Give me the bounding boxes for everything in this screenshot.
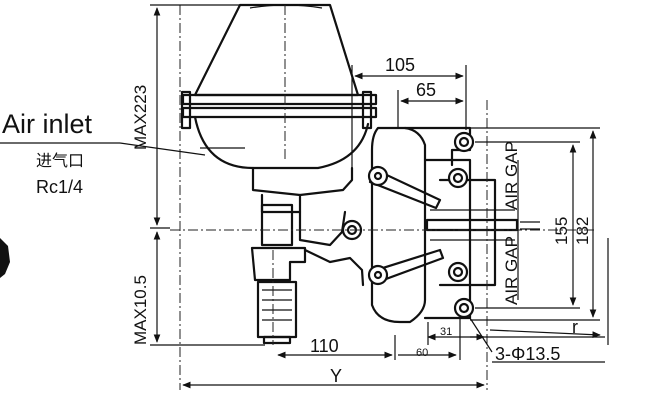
cutoff-part-left (0, 238, 10, 278)
bracket-body (250, 166, 365, 345)
dim-65: 65 (416, 80, 436, 100)
thread-label: Rc1/4 (36, 177, 83, 197)
dimension-lines (0, 4, 609, 389)
lever-arms (367, 165, 445, 286)
dim-r: r (572, 317, 578, 337)
dim-105: 105 (385, 55, 415, 75)
air-inlet-cn-label: 进气口 (36, 151, 84, 170)
air-inlet-label: Air inlet (2, 109, 93, 139)
dim-182: 182 (573, 217, 592, 245)
dim-y: Y (330, 366, 342, 386)
air-gap-lower: AIR GAP (502, 236, 521, 305)
labels: Air inlet 进气口 Rc1/4 MAX223 MAX10.5 105 6… (2, 55, 592, 386)
center-lines (170, 5, 595, 390)
dim-holes: 3-Φ13.5 (495, 344, 560, 364)
diaphragm-housing (180, 3, 378, 170)
air-gap-upper: AIR GAP (502, 141, 521, 210)
dim-110: 110 (310, 336, 339, 356)
dim-31: 31 (440, 326, 452, 338)
dim-max10-5: MAX10.5 (131, 275, 150, 345)
dim-155: 155 (552, 217, 571, 245)
dim-max223: MAX223 (131, 85, 150, 150)
caliper-assembly (341, 126, 519, 324)
dim-60: 60 (416, 347, 428, 359)
